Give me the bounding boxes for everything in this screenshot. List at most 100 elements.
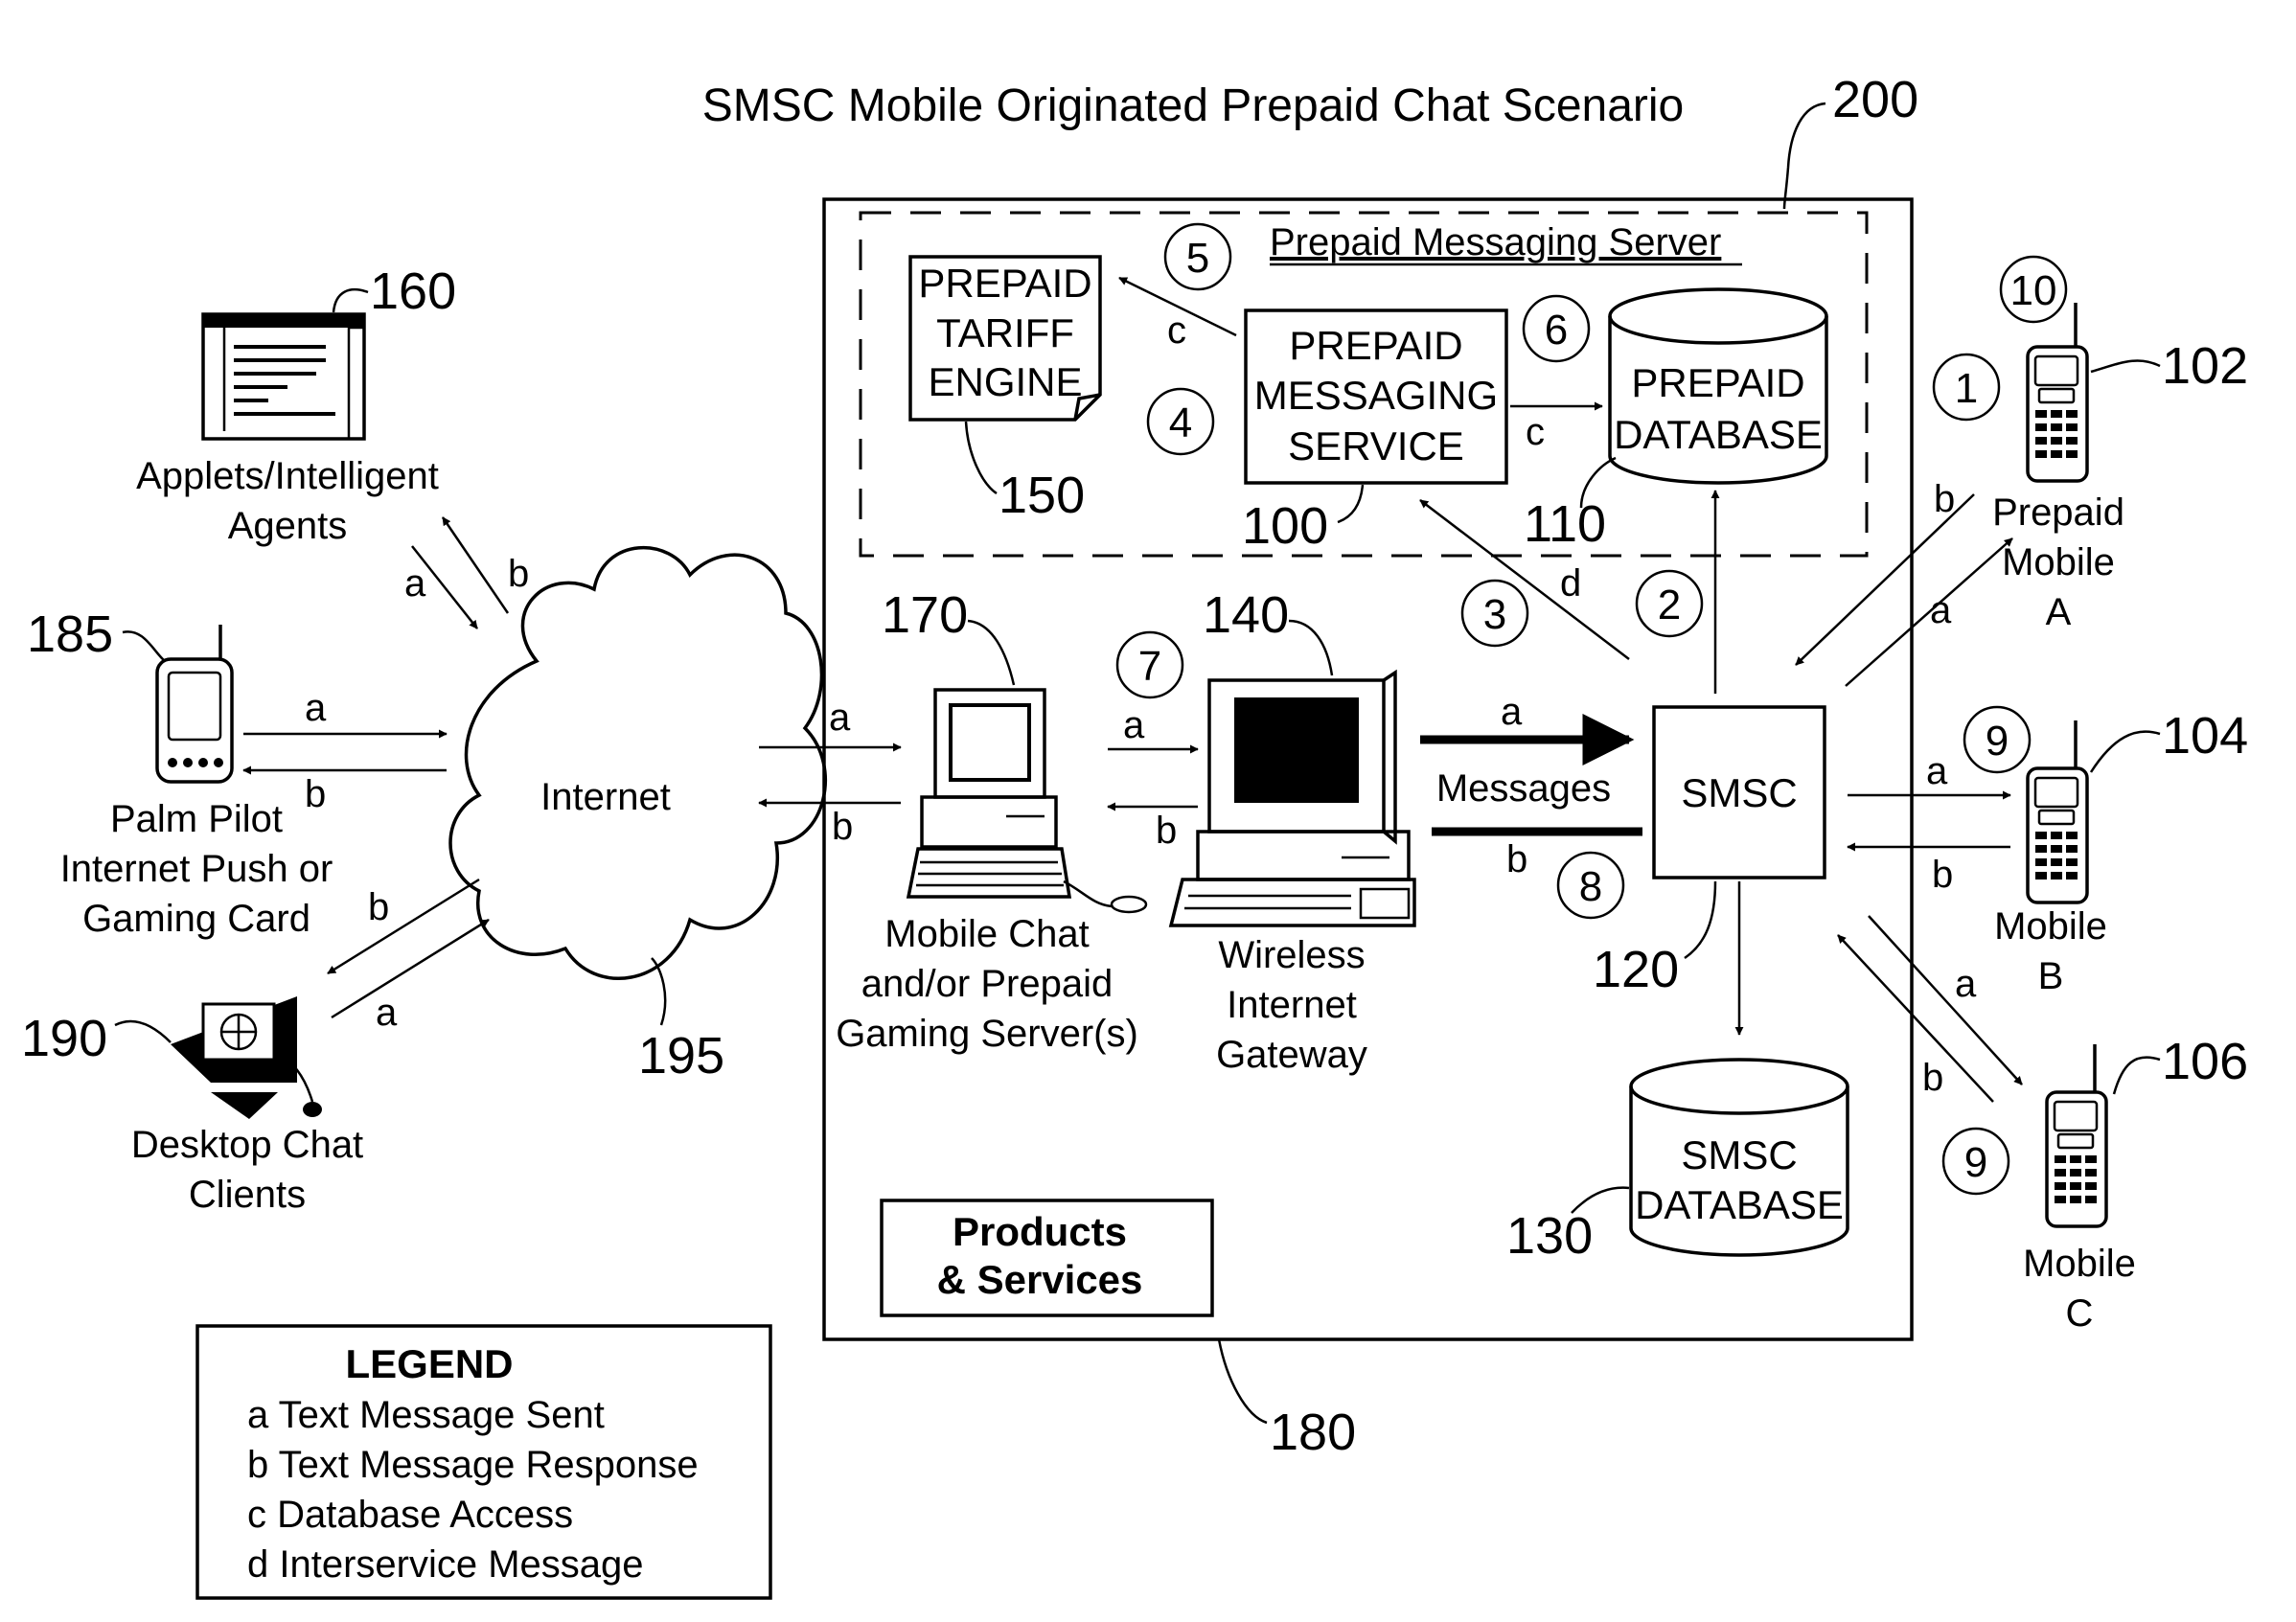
- ref-104: 104: [2162, 707, 2248, 765]
- desktop-chat-client-icon: [171, 996, 322, 1119]
- ref-190: 190: [21, 1010, 107, 1067]
- arrow-label-a-messages: a: [1501, 691, 1523, 733]
- arrow-label-b-mobile-a: b: [1934, 478, 1955, 520]
- palm-line2: Internet Push or: [60, 848, 333, 890]
- gateway-line2: Internet: [1227, 984, 1357, 1026]
- ref-180-leader: [1219, 1339, 1267, 1423]
- chat-server-line1: Mobile Chat: [884, 913, 1089, 955]
- ref-170: 170: [882, 586, 968, 644]
- wireless-gateway-computer-icon: [1171, 673, 1414, 925]
- tariff-line3: ENGINE: [928, 359, 1082, 404]
- arrow-label-b-gateway-chat: b: [1156, 810, 1177, 852]
- mobile-a-line3: A: [2046, 591, 2072, 633]
- applets-line2: Agents: [228, 505, 348, 547]
- mobile-a-line2: Mobile: [2002, 541, 2115, 583]
- smsc-label: SMSC: [1681, 770, 1797, 815]
- internet-label: Internet: [540, 776, 671, 818]
- ref-150: 150: [999, 467, 1085, 524]
- ref-104-leader: [2091, 732, 2160, 772]
- applet-window-icon: [203, 314, 364, 439]
- svg-text:9: 9: [1986, 718, 2009, 765]
- arrow-label-b-applets: b: [508, 553, 529, 595]
- arrow-desktop-to-internet: [332, 920, 489, 1017]
- svg-text:6: 6: [1545, 307, 1568, 354]
- ref-100-leader: [1338, 485, 1363, 522]
- step-4-circle: 4: [1148, 389, 1213, 454]
- step-9-circle-b: 9: [1964, 707, 2030, 772]
- palm-line3: Gaming Card: [82, 898, 310, 940]
- arrow-label-a-internet-chat: a: [829, 697, 851, 739]
- chat-server-line2: and/or Prepaid: [861, 963, 1113, 1005]
- prepaid-database-cylinder: PREPAID DATABASE: [1610, 289, 1826, 483]
- ref-120: 120: [1593, 941, 1679, 998]
- ref-180: 180: [1270, 1404, 1356, 1461]
- svg-text:2: 2: [1658, 582, 1681, 628]
- svg-text:3: 3: [1483, 591, 1506, 638]
- ref-170-leader: [968, 621, 1014, 685]
- arrow-label-a-desktop: a: [376, 992, 398, 1034]
- arrow-label-c-tariff: c: [1167, 309, 1186, 352]
- service-line3: SERVICE: [1288, 423, 1464, 468]
- messages-label: Messages: [1436, 767, 1611, 810]
- arrow-label-a-chat-gateway: a: [1123, 704, 1145, 746]
- step-9-circle-c: 9: [1943, 1129, 2009, 1194]
- arrow-internet-to-desktop: [328, 880, 479, 973]
- svg-text:7: 7: [1138, 643, 1161, 690]
- svg-text:10: 10: [2010, 267, 2057, 314]
- svg-text:5: 5: [1186, 235, 1209, 282]
- mobile-c-line1: Mobile: [2023, 1243, 2136, 1285]
- arrow-label-a-palm: a: [305, 687, 327, 729]
- arrow-label-a-mobile-c: a: [1955, 963, 1977, 1005]
- mobile-b-line1: Mobile: [1994, 905, 2107, 948]
- legend-item: d Interservice Message: [247, 1543, 644, 1586]
- prepaid-db-line2: DATABASE: [1614, 412, 1823, 457]
- ref-140: 140: [1203, 586, 1289, 644]
- ref-160: 160: [370, 263, 456, 320]
- prepaid-db-line1: PREPAID: [1631, 360, 1804, 405]
- arrow-label-b-mobile-c: b: [1922, 1057, 1943, 1099]
- smsc-db-line2: DATABASE: [1635, 1182, 1844, 1227]
- prepaid-tariff-engine: PREPAID TARIFF ENGINE: [910, 257, 1100, 420]
- desktop-line1: Desktop Chat: [131, 1124, 363, 1166]
- tariff-line1: PREPAID: [918, 261, 1091, 306]
- palm-line1: Palm Pilot: [110, 798, 283, 840]
- applets-line1: Applets/Intelligent: [136, 455, 439, 497]
- tariff-line2: TARIFF: [936, 310, 1074, 355]
- diagram-title: SMSC Mobile Originated Prepaid Chat Scen…: [702, 80, 1685, 131]
- mobile-a-line1: Prepaid: [1992, 491, 2124, 534]
- ref-130: 130: [1506, 1207, 1593, 1265]
- mobile-phone-b-icon: [2028, 720, 2087, 902]
- ref-150-leader: [966, 422, 997, 493]
- legend-item: a Text Message Sent: [247, 1394, 605, 1436]
- mobile-phone-a-icon: [2028, 303, 2087, 481]
- svg-text:8: 8: [1579, 863, 1602, 910]
- svg-text:1: 1: [1955, 365, 1978, 412]
- ref-102-leader: [2091, 360, 2160, 372]
- step-1-circle: 1: [1934, 354, 1999, 420]
- products-line2: & Services: [937, 1257, 1143, 1302]
- arrow-label-b-messages: b: [1506, 838, 1527, 880]
- arrow-label-b-palm: b: [305, 773, 326, 815]
- smsc-db-line1: SMSC: [1681, 1132, 1797, 1177]
- arrow-smsc-to-mobile-a: [1846, 538, 2012, 686]
- service-line1: PREPAID: [1289, 323, 1462, 368]
- ref-106: 106: [2162, 1033, 2248, 1090]
- step-5-circle: 5: [1165, 224, 1230, 289]
- ref-100: 100: [1242, 497, 1328, 555]
- gateway-line3: Gateway: [1216, 1034, 1367, 1076]
- arrow-label-a-mobile-b: a: [1926, 750, 1948, 792]
- ref-106-leader: [2114, 1058, 2160, 1094]
- arrow-label-b-mobile-b: b: [1932, 854, 1953, 896]
- service-line2: MESSAGING: [1254, 373, 1498, 418]
- desktop-line2: Clients: [189, 1174, 306, 1216]
- ref-185: 185: [27, 605, 113, 663]
- step-10-circle: 10: [2001, 257, 2066, 322]
- arrow-label-a-applets: a: [404, 562, 426, 605]
- step-2-circle: 2: [1637, 571, 1702, 636]
- mobile-b-line2: B: [2038, 955, 2064, 997]
- step-7-circle: 7: [1117, 632, 1182, 697]
- ref-200-leader: [1784, 103, 1825, 209]
- svg-text:4: 4: [1169, 400, 1192, 446]
- ref-120-leader: [1685, 881, 1715, 958]
